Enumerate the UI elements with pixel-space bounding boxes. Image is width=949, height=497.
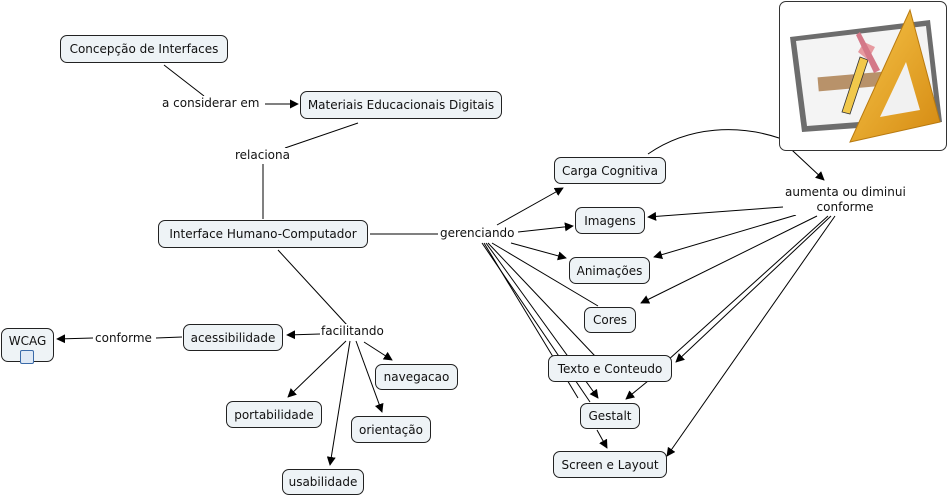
link-aumenta-imagens — [647, 206, 784, 221]
concept-navegacao[interactable]: navegacao — [375, 364, 458, 390]
concept-label: Gestalt — [588, 409, 632, 423]
link-gestalt-screen — [596, 429, 608, 449]
attached-resource-icon[interactable] — [20, 350, 34, 364]
link-aumenta-animacoes — [653, 214, 797, 260]
concept-animacoes[interactable]: Animações — [569, 257, 650, 284]
concept-label: portabilidade — [234, 407, 314, 422]
link-acessibilidade-conforme — [155, 336, 183, 339]
concept-portabilidade[interactable]: portabilidade — [226, 401, 322, 428]
concept-imagens[interactable]: Imagens — [575, 207, 645, 234]
linking-phrase-gerenciando[interactable]: gerenciando — [440, 226, 515, 241]
concept-label: navegacao — [383, 370, 450, 384]
drafting-tools-icon — [790, 8, 942, 143]
link-facilitando-navegacao — [363, 341, 393, 361]
concept-label: orientação — [359, 422, 423, 437]
concept-texto-e-conteudo[interactable]: Texto e Conteudo — [548, 355, 672, 382]
link-aumenta-cores — [640, 215, 818, 304]
concept-orientacao[interactable]: orientação — [351, 416, 431, 443]
concept-gestalt[interactable]: Gestalt — [580, 403, 640, 429]
link-ihc-facilitando — [277, 249, 348, 326]
link-facilitando-orientacao — [355, 340, 384, 413]
linking-phrase-aumenta-ou-diminui[interactable]: aumenta ou diminui conforme — [785, 185, 906, 215]
linking-phrase-facilitando[interactable]: facilitando — [321, 324, 384, 339]
concept-label: acessibilidade — [190, 330, 276, 345]
linking-phrase-line: aumenta ou diminui — [785, 185, 906, 199]
concept-concepcao-de-interfaces[interactable]: Concepção de Interfaces — [60, 35, 228, 63]
link-gerenciando-cores — [491, 242, 599, 307]
link-facilitando-portabilidade — [287, 340, 347, 398]
concept-label: Animações — [576, 263, 643, 278]
concept-label: Imagens — [584, 213, 636, 228]
concept-label: Screen e Layout — [561, 457, 659, 472]
concept-label: Concepção de Interfaces — [69, 42, 219, 56]
link-gerenciando-carga — [496, 187, 564, 226]
link-gerenciando-imagens — [517, 222, 574, 233]
image-node[interactable] — [779, 1, 947, 151]
concept-cores[interactable]: Cores — [584, 307, 636, 333]
concept-usabilidade[interactable]: usabilidade — [282, 469, 364, 495]
link-carga-aumenta — [647, 129, 825, 181]
concept-label: Materiais Educacionais Digitais — [307, 98, 495, 112]
link-aumenta-texto-2 — [675, 215, 832, 363]
link-gerenciando-animacoes — [510, 242, 567, 261]
concept-label: Texto e Conteudo — [557, 361, 663, 376]
concept-label: Interface Humano-Computador — [169, 227, 357, 241]
link-gerenciando-texto — [487, 242, 596, 357]
link-conforme-wcag — [56, 334, 94, 344]
concept-label: usabilidade — [288, 475, 358, 489]
linking-phrase-line: conforme — [816, 200, 874, 214]
linking-phrase-a-considerar-em[interactable]: a considerar em — [162, 96, 260, 111]
link-aumenta-screen — [666, 215, 836, 457]
link-concepcao-considerar — [163, 64, 205, 97]
concept-label: Carga Cognitiva — [561, 163, 658, 178]
link-facilitando-usabilidade — [326, 340, 351, 466]
concept-carga-cognitiva[interactable]: Carga Cognitiva — [554, 157, 666, 184]
link-materiais-relaciona — [284, 122, 359, 149]
concept-screen-e-layout[interactable]: Screen e Layout — [553, 451, 667, 478]
link-texto-gestalt — [625, 380, 649, 400]
linking-phrase-relaciona[interactable]: relaciona — [235, 148, 290, 163]
concept-label: WCAG — [8, 334, 47, 348]
link-facilitando-acessibilidade — [286, 330, 321, 340]
concept-label: Cores — [592, 313, 628, 327]
link-aumenta-texto — [666, 215, 829, 362]
concept-materiais-educacionais[interactable]: Materiais Educacionais Digitais — [300, 91, 502, 119]
linking-phrase-conforme[interactable]: conforme — [95, 331, 152, 346]
concept-interface-humano-computador[interactable]: Interface Humano-Computador — [158, 220, 368, 248]
concept-acessibilidade[interactable]: acessibilidade — [183, 324, 283, 351]
